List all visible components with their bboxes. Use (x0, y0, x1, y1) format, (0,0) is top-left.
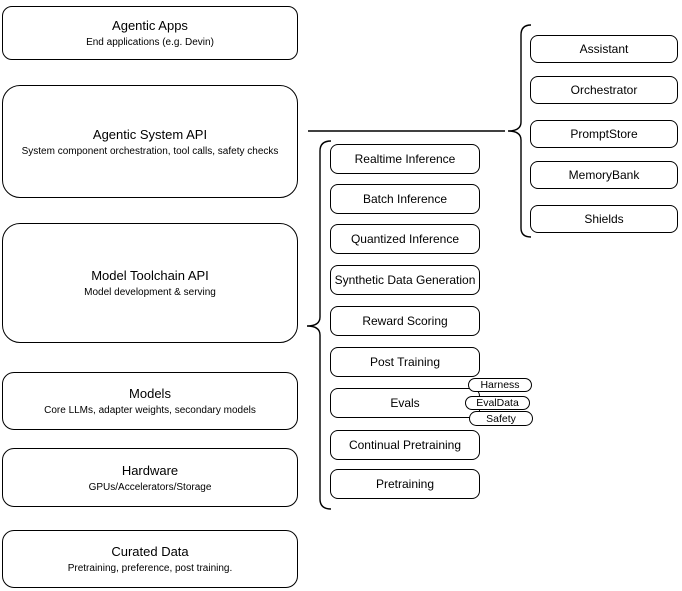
layer-model-toolchain-api: Model Toolchain API Model development & … (2, 223, 298, 343)
node-evals: Evals (330, 388, 480, 418)
layer-models: Models Core LLMs, adapter weights, secon… (2, 372, 298, 430)
layer-title: Curated Data (111, 544, 189, 559)
layer-agentic-system-api: Agentic System API System component orch… (2, 85, 298, 198)
layer-subtitle: Core LLMs, adapter weights, secondary mo… (44, 405, 256, 416)
layer-subtitle: End applications (e.g. Devin) (86, 37, 214, 48)
node-synthetic-data-generation: Synthetic Data Generation (330, 265, 480, 295)
layer-subtitle: GPUs/Accelerators/Storage (88, 481, 212, 493)
layer-agentic-apps: Agentic Apps End applications (e.g. Devi… (2, 6, 298, 60)
layer-title: Model Toolchain API (91, 268, 209, 283)
node-realtime-inference: Realtime Inference (330, 144, 480, 174)
bracket-toolchain (306, 140, 332, 510)
badge-evaldata: EvalData (465, 396, 530, 410)
badge-safety: Safety (469, 411, 533, 426)
node-orchestrator: Orchestrator (530, 76, 678, 104)
node-quantized-inference: Quantized Inference (330, 224, 480, 254)
node-continual-pretraining: Continual Pretraining (330, 430, 480, 460)
badge-harness: Harness (468, 378, 532, 392)
layer-hardware: Hardware GPUs/Accelerators/Storage (2, 448, 298, 507)
layer-title: Agentic System API (92, 126, 208, 142)
node-promptstore: PromptStore (530, 120, 678, 148)
node-shields: Shields (530, 205, 678, 233)
layer-title: Agentic Apps (112, 18, 188, 33)
layer-curated-data: Curated Data Pretraining, preference, po… (2, 530, 298, 588)
bracket-system-components (507, 24, 532, 238)
node-post-training: Post Training (330, 347, 480, 377)
node-reward-scoring: Reward Scoring (330, 306, 480, 336)
layer-subtitle: System component orchestration, tool cal… (21, 145, 279, 157)
layer-subtitle: Pretraining, preference, post training. (67, 563, 233, 574)
layer-title: Hardware (121, 462, 179, 478)
node-memorybank: MemoryBank (530, 161, 678, 189)
node-assistant: Assistant (530, 35, 678, 63)
node-pretraining: Pretraining (330, 469, 480, 499)
layer-subtitle: Model development & serving (84, 287, 216, 298)
node-batch-inference: Batch Inference (330, 184, 480, 214)
layer-title: Models (129, 386, 171, 401)
